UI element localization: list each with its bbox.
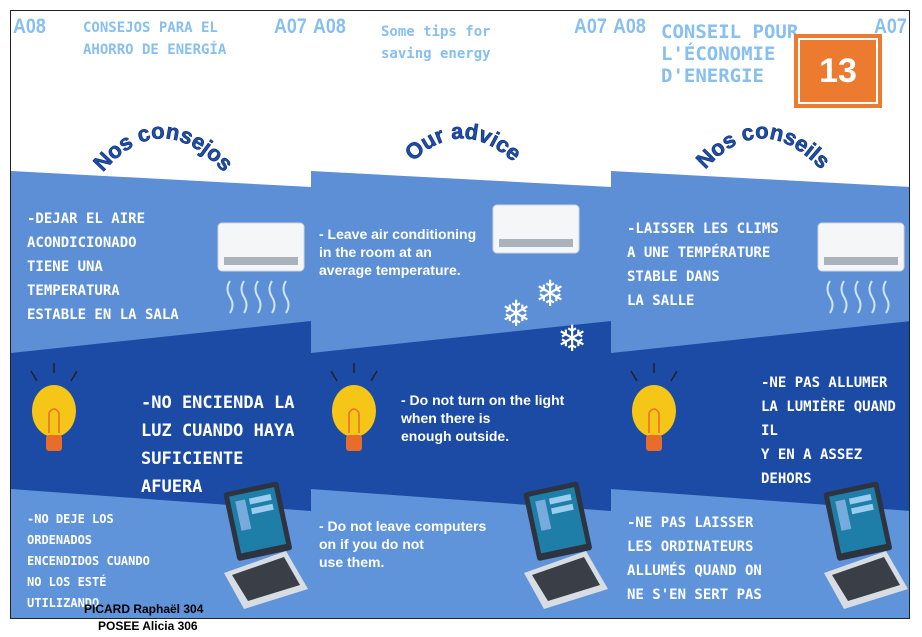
light-bulb-icon — [330, 363, 378, 451]
tip-line: UTILIZANDO — [27, 596, 100, 610]
tip-2: -NE PAS ALLUMER LA LUMIÈRE QUAND IL Y EN A… — [761, 371, 909, 491]
snowflake-icon: ❄❄❄ — [501, 274, 587, 360]
page-number: 13 — [798, 38, 878, 104]
tip-line: in the room at an — [319, 244, 432, 260]
laptop-icon — [823, 481, 908, 609]
title-line: L'ÉCONOMIE — [661, 43, 776, 65]
tip-line: ACONDICIONADO — [27, 235, 137, 251]
tip-line: TEMPERATURA — [27, 283, 120, 299]
tip-line: -LAISSER LES CLIMS — [627, 221, 779, 237]
tip-line: Y EN A ASSEZ — [761, 447, 863, 463]
tip-line: -NO ENCIENDA LA — [141, 393, 295, 413]
tip-line: - Do not turn on the light — [401, 392, 565, 408]
tip-line: LA SALLE — [627, 293, 695, 309]
svg-text:❄: ❄ — [557, 319, 587, 360]
title-line: Some tips for — [381, 24, 491, 40]
svg-text:Nos consejos: Nos consejos — [88, 118, 238, 176]
title-line: CONSEJOS PARA EL — [83, 20, 218, 36]
air-conditioner-icon — [492, 204, 580, 254]
tip-line: ORDENADOS — [27, 533, 93, 547]
air-conditioner-icon — [217, 222, 305, 314]
svg-text:Nos conseils: Nos conseils — [691, 118, 835, 173]
svg-text:❄: ❄ — [535, 274, 565, 315]
panel-title: CONSEJOS PARA EL AHORRO DE ENERGÍA — [83, 17, 226, 61]
tip-line: when there is — [401, 410, 491, 426]
code-left: A08 — [313, 15, 346, 38]
tip-line: SUFICIENTE AFUERA — [141, 449, 244, 497]
svg-text:Our advice: Our advice — [400, 118, 526, 166]
tip-line: A UNE TEMPÉRATURE — [627, 245, 771, 261]
tip-line: use them. — [319, 554, 385, 570]
light-bulb-icon — [30, 363, 78, 451]
tip-2: - Do not turn on the light when there is e… — [401, 391, 564, 445]
code-right: A07 — [574, 15, 607, 38]
tip-line: ENCENDIDOS CUANDO — [27, 554, 150, 568]
curved-heading-text: Our advice — [400, 118, 527, 166]
page-number-badge: 13 — [794, 34, 882, 108]
title-line: D'ENERGIE — [661, 65, 764, 87]
svg-text:❄: ❄ — [501, 294, 531, 335]
credit-1: PICARD Raphaël 304 — [84, 602, 204, 616]
tip-1: -DEJAR EL AIRE ACONDICIONADO TIENE UNA TEMP… — [27, 207, 179, 327]
title-line: CONSEIL POUR — [661, 21, 799, 43]
tip-line: TIENE UNA — [27, 259, 103, 275]
tip-line: on if you do not — [319, 536, 424, 552]
curved-heading: Nos conseils — [691, 118, 836, 174]
tip-line: STABLE DANS — [627, 269, 720, 285]
tip-line: -NE PAS ALLUMER — [761, 375, 888, 391]
panel-title: Some tips for saving energy — [381, 21, 491, 65]
tip-line: ESTABLE EN LA SALA — [27, 307, 179, 323]
panel-1: A08 A07 CONSEJOS PARA EL AHORRO DE ENERGÍA… — [11, 11, 311, 618]
curved-heading: Our advice — [400, 118, 527, 166]
curved-heading-text: Nos conseils — [691, 118, 836, 174]
light-bulb-icon — [630, 363, 678, 451]
title-line: AHORRO DE ENERGÍA — [83, 42, 227, 58]
laptop-icon — [223, 481, 308, 609]
tip-line: -NO DEJE LOS — [27, 512, 114, 526]
tip-3: -NO DEJE LOS ORDENADOS ENCENDIDOS CUANDO NO… — [27, 509, 150, 614]
tip-line: average temperature. — [319, 262, 461, 278]
tip-line: DEHORS — [761, 471, 812, 487]
tip-1: - Leave air conditioning in the room at a… — [319, 225, 476, 279]
tip-line: LUZ CUANDO HAYA — [141, 421, 295, 441]
curved-heading: Nos consejos — [88, 118, 239, 177]
tip-line: NO LOS ESTÉ — [27, 575, 107, 589]
tip-line: enough outside. — [401, 428, 510, 444]
tip-line: -NE PAS LAISSER — [627, 515, 754, 531]
tip-1: -LAISSER LES CLIMS A UNE TEMPÉRATURE STABL… — [627, 217, 779, 313]
code-left: A08 — [613, 15, 646, 38]
credit-2: POSEE Alicia 306 — [98, 619, 198, 633]
air-conditioner-icon — [817, 222, 905, 314]
poster: A08 A07 CONSEJOS PARA EL AHORRO DE ENERGÍA… — [10, 10, 910, 619]
laptop-icon — [523, 481, 608, 609]
tip-line: - Do not leave computers — [319, 518, 487, 534]
tip-line: ALLUMÉS QUAND ON — [627, 563, 762, 579]
tip-2: -NO ENCIENDA LA LUZ CUANDO HAYA SUFICIENTE… — [141, 389, 311, 501]
tip-line: LES ORDINATEURS — [627, 539, 754, 555]
code-left: A08 — [13, 15, 46, 38]
tip-line: -DEJAR EL AIRE — [27, 211, 146, 227]
tip-line: NE S'EN SERT PAS — [627, 587, 762, 603]
code-right: A07 — [274, 15, 307, 38]
tip-line: - Leave air conditioning — [319, 226, 477, 242]
curved-heading-text: Nos consejos — [88, 118, 239, 177]
tip-3: - Do not leave computers on if you do not… — [319, 517, 486, 571]
tip-3: -NE PAS LAISSER LES ORDINATEURS ALLUMÉS QU… — [627, 511, 762, 607]
code-right: A07 — [874, 15, 907, 38]
title-line: saving energy — [381, 46, 491, 62]
tip-line: LA LUMIÈRE QUAND IL — [761, 399, 896, 439]
